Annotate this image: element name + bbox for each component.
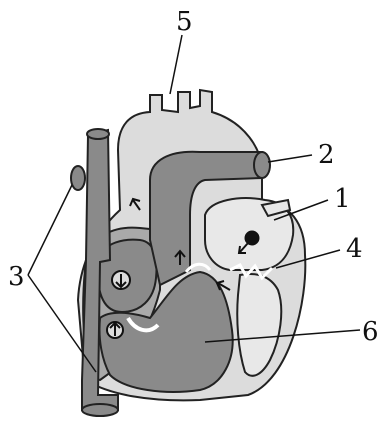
label-vena-cava: 3 [8, 262, 25, 292]
label-aorta: 5 [176, 7, 193, 37]
label-mitral-valve: 4 [346, 234, 363, 264]
label-pulmonary-artery: 2 [318, 140, 335, 170]
vena-cava-bottom [82, 404, 118, 416]
label-left-atrium: 1 [334, 184, 351, 214]
pulmonary-artery-end [254, 152, 270, 178]
vena-cava-top [87, 129, 109, 139]
vena-cava-side [71, 166, 85, 190]
leader-line-3a [28, 185, 72, 275]
leader-line-5 [170, 35, 182, 94]
leader-line-2 [268, 155, 312, 162]
label-left-ventricle: 6 [362, 317, 379, 347]
